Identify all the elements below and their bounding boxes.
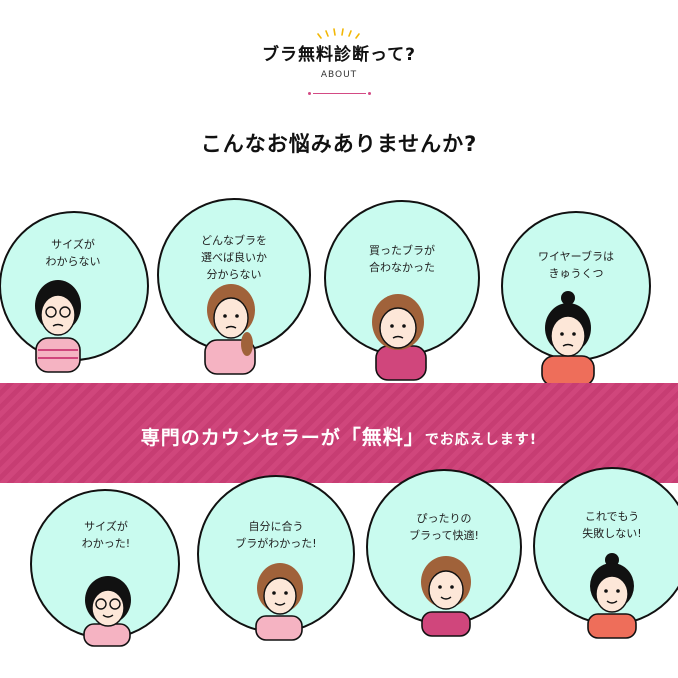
woman-bun-happy-icon bbox=[533, 467, 678, 639]
worries-heading: こんなお悩みありませんか? bbox=[200, 132, 478, 156]
section-header: ブラ無料診断って? ABOUT bbox=[0, 0, 678, 110]
banner-text-free: 「無料」 bbox=[340, 425, 425, 449]
section-title: ブラ無料診断って? bbox=[261, 45, 416, 65]
result-label-2: 自分に合う ブラがわかった! bbox=[235, 520, 317, 550]
result-label-4: これでもう 失敗しない! bbox=[582, 510, 642, 540]
woman-glasses-happy-icon bbox=[30, 489, 180, 647]
worry-bubble-4: ワイヤーブラは きゅうくつ bbox=[490, 210, 662, 388]
worry-label-3: 買ったブラが 合わなかった bbox=[369, 244, 435, 274]
woman-bob-icon bbox=[324, 200, 480, 381]
result-bubble-2: 自分に合う ブラがわかった! bbox=[196, 475, 356, 648]
result-bubble-4: これでもう 失敗しない! bbox=[532, 467, 678, 645]
worry-bubble-2: どんなブラを 選べば良いか 分からない bbox=[155, 198, 315, 380]
worry-label-2: どんなブラを 選べば良いか 分からない bbox=[201, 234, 267, 281]
woman-bob-happy-icon bbox=[366, 469, 522, 637]
banner-text-1: 専門のカウンセラーが bbox=[140, 427, 341, 449]
result-label-3: ぴったりの ブラって快適! bbox=[409, 512, 479, 542]
banner-text-2: でお応えします! bbox=[424, 432, 538, 448]
worry-label-1: サイズが わからない bbox=[45, 238, 101, 268]
worry-label-4: ワイヤーブラは きゅうくつ bbox=[537, 250, 614, 280]
woman-glasses-icon bbox=[0, 211, 149, 373]
result-bubble-1: サイズが わかった! bbox=[28, 488, 184, 648]
title-divider bbox=[308, 92, 371, 95]
result-bubble-3: ぴったりの ブラって快適! bbox=[364, 469, 524, 645]
sparkle-icon bbox=[317, 28, 360, 39]
worry-bubble-3: 買ったブラが 合わなかった bbox=[322, 200, 482, 383]
result-label-1: サイズが わかった! bbox=[81, 520, 131, 550]
woman-braid-happy-icon bbox=[197, 475, 355, 641]
woman-bun-icon bbox=[501, 211, 651, 387]
promo-banner: 専門のカウンセラーが「無料」でお応えします! bbox=[0, 383, 678, 483]
woman-braid-icon bbox=[157, 198, 311, 375]
worry-bubble-1: サイズが わからない bbox=[0, 200, 150, 380]
section-subtitle: ABOUT bbox=[320, 70, 358, 80]
